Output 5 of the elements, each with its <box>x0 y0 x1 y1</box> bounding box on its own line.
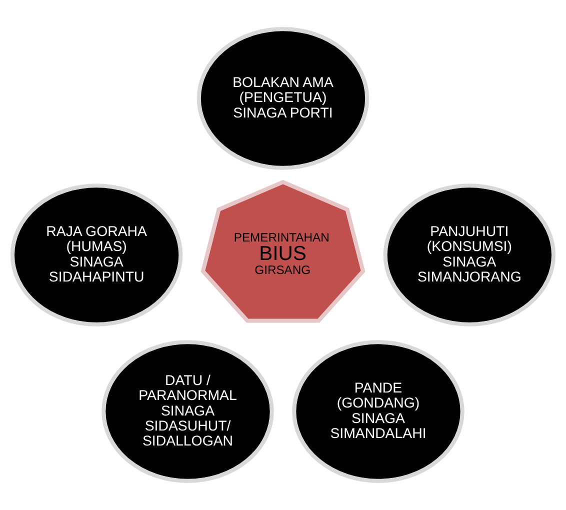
node-ellipse: PANDE (GONDANG) SINAGA SIMANDALAHI <box>292 340 464 483</box>
node-ellipse: DATU / PARANORMAL SINAGA SIDASUHUT/ SIDALLOGAN <box>102 340 274 483</box>
node-ellipse: PANJUHUTI (KONSUMSI) SINAGA SIMANJORANG <box>383 184 556 326</box>
node-ellipse: RAJA GORAHA (HUMAS) SINAGA SIDAHAPINTU <box>10 184 183 326</box>
node-ellipse: BOLAKAN AMA (PENGETUA) SINAGA PORTI <box>196 27 370 170</box>
